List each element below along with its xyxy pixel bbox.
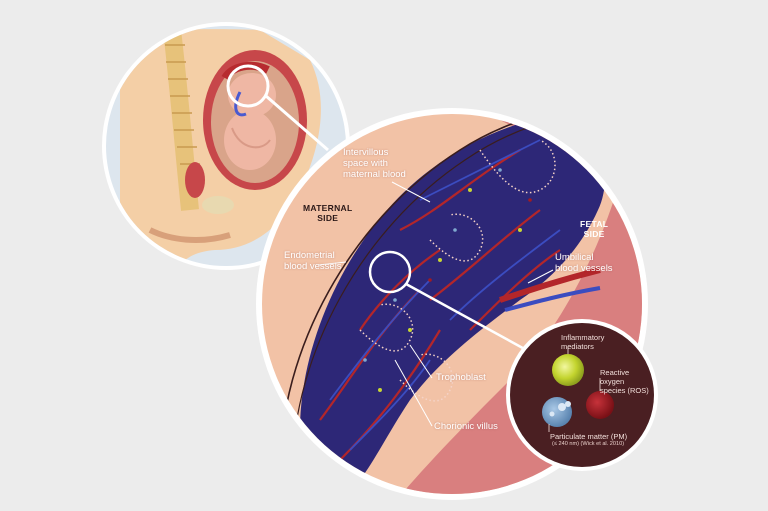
legend-inflammatory-label: Inflammatory mediators	[561, 333, 604, 351]
ros-icon	[586, 391, 614, 419]
zoom-marker-small	[226, 64, 270, 108]
label-line: Intervillous	[343, 147, 389, 158]
title-line: SIDE	[583, 229, 605, 239]
label-line: Endometrial	[284, 250, 335, 261]
label-intervillous-space: Intervillous space with maternal blood	[343, 147, 406, 180]
legend-line: Reactive	[600, 368, 630, 377]
label-line: maternal blood	[343, 169, 406, 180]
label-line: Umbilical	[555, 252, 594, 263]
legend-pm-label: Particulate matter (PM)	[550, 432, 628, 441]
maternal-side-title: MATERNAL SIDE	[303, 203, 352, 223]
title-line: SIDE	[317, 213, 339, 223]
legend-circle	[506, 319, 658, 471]
legend-line: species (ROS)	[600, 386, 649, 395]
title-line: MATERNAL	[303, 203, 353, 213]
inflammatory-mediators-icon	[552, 354, 584, 386]
title-line: FETAL	[580, 219, 609, 229]
legend-line: oxygen	[600, 377, 625, 386]
label-trophoblast: Trophoblast	[436, 372, 486, 383]
label-line: space with	[343, 158, 388, 169]
label-chorionic-villus: Chorionic villus	[434, 421, 498, 432]
fetal-side-title: FETAL SIDE	[580, 219, 608, 239]
zoom-marker-big	[368, 250, 412, 294]
label-umbilical-vessels: Umbilical blood vessels	[555, 252, 613, 274]
label-line: blood vessels	[555, 263, 613, 274]
label-endometrial-vessels: Endometrial blood vessels	[284, 250, 342, 272]
label-line: blood vessels	[284, 261, 342, 272]
legend-line: Inflammatory	[561, 333, 605, 342]
legend-line: mediators	[561, 342, 594, 351]
legend-ros-label: Reactive oxygen species (ROS)	[600, 368, 649, 395]
legend-pm-note: (≤ 240 nm) (Wick et al. 2010)	[552, 441, 625, 447]
